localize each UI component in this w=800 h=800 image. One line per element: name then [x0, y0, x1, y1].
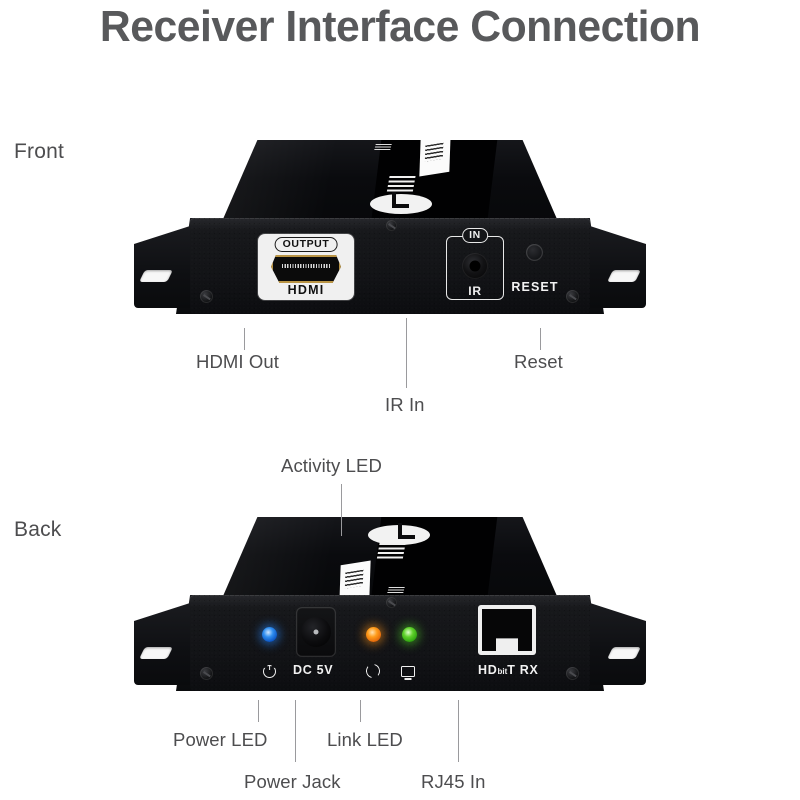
secondary-print-mark-back [387, 587, 405, 593]
mounting-slot-left [139, 270, 173, 282]
rj45-keyway-icon [482, 609, 532, 651]
sticker-text-lines [424, 142, 444, 162]
reset-button-label: RESET [511, 280, 559, 294]
callout-power-led: Power LED [173, 729, 268, 750]
leader-reset [540, 328, 541, 350]
device-front-view: OUTPUT HDMI IN IR RESET [130, 140, 650, 330]
rj45-label-small: bit [497, 667, 508, 676]
rj45-label-main: HD [478, 663, 498, 677]
page-title: Receiver Interface Connection [99, 2, 701, 51]
mounting-slot-right [607, 270, 641, 282]
mounting-ear-left [134, 226, 190, 308]
rj45-ethernet-port[interactable] [478, 605, 536, 655]
ir-input-port[interactable]: IN IR [446, 228, 504, 300]
panel-screw-right-back [566, 667, 579, 680]
mounting-slot-left-back [139, 647, 173, 659]
callout-reset: Reset [514, 351, 563, 372]
hdmi-output-tag: OUTPUT [274, 237, 338, 252]
callout-activity-led: Activity LED [281, 455, 382, 476]
back-panel-face: DC 5V HDbitT RX [190, 595, 590, 691]
device-top-face [220, 140, 560, 226]
callout-ir-in: IR In [385, 394, 425, 415]
hdmi-pin-row [282, 264, 330, 268]
leader-power-led [258, 700, 259, 722]
rj45-port-label: HDbitT RX [478, 663, 539, 677]
rj45-label-tail: T RX [507, 663, 539, 677]
callout-link-led: Link LED [327, 729, 403, 750]
hdmi-connector-icon [271, 255, 341, 283]
brand-glyph-mark-back [376, 543, 406, 561]
device-back-view: DC 5V HDbitT RX [130, 517, 650, 707]
mounting-ear-right [590, 226, 646, 308]
leader-ir-in [406, 318, 407, 388]
link-led [366, 627, 381, 642]
device-top-face-back [220, 517, 560, 603]
ir-input-tag: IN [462, 228, 488, 243]
leader-activity-led [341, 484, 342, 536]
panel-screw-left [200, 290, 213, 303]
view-label-front: Front [14, 140, 65, 163]
display-icon [401, 666, 415, 677]
panel-screw-right [566, 290, 579, 303]
hdmi-port-label: HDMI [287, 283, 325, 297]
dc-power-jack[interactable] [296, 607, 336, 657]
panel-screw-top-back [386, 597, 397, 608]
hdmi-output-port[interactable]: OUTPUT HDMI [258, 234, 354, 300]
panel-screw-top [386, 220, 397, 231]
leader-link-led [360, 700, 361, 722]
callout-power-jack: Power Jack [244, 771, 341, 792]
secondary-print-mark [374, 144, 392, 150]
panel-screw-left-back [200, 667, 213, 680]
leader-hdmi-out [244, 328, 245, 350]
callout-rj45-in: RJ45 In [421, 771, 486, 792]
brand-hook-mark [392, 192, 409, 208]
callout-hdmi-out: HDMI Out [196, 351, 280, 372]
sticker-text-lines-back [344, 569, 364, 589]
product-sticker [419, 140, 451, 177]
ir-jack-icon [462, 253, 488, 279]
link-icon [364, 662, 382, 680]
reset-button[interactable] [526, 244, 543, 261]
ir-port-label: IR [468, 284, 482, 298]
brand-glyph-mark [386, 176, 416, 194]
activity-led [402, 627, 417, 642]
dc-jack-label: DC 5V [293, 663, 334, 677]
leader-rj45-in [458, 700, 459, 762]
leader-power-jack [295, 700, 296, 762]
brand-hook-mark-back [398, 523, 415, 539]
mounting-ear-right-back [590, 603, 646, 685]
view-label-back: Back [14, 518, 62, 541]
front-panel-face: OUTPUT HDMI IN IR RESET [190, 218, 590, 314]
power-icon [263, 665, 276, 678]
power-led [262, 627, 277, 642]
mounting-slot-right-back [607, 647, 641, 659]
mounting-ear-left-back [134, 603, 190, 685]
